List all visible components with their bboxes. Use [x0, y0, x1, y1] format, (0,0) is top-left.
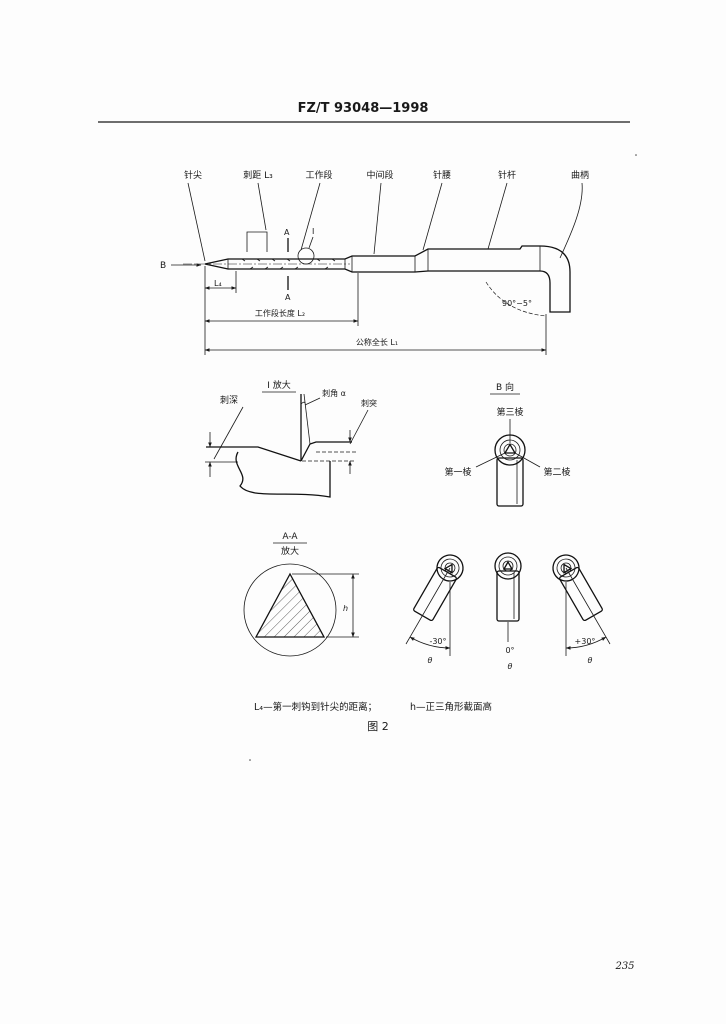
- view-b-title: B 向: [496, 381, 514, 393]
- orientation-middle-needle: [494, 552, 522, 622]
- view-b-figure: B 向 第三棱 第一棱 第二棱: [444, 381, 571, 507]
- view-b-triangle: [503, 443, 517, 454]
- barbs: [241, 258, 336, 270]
- barb-protrusion-leader: [349, 409, 369, 445]
- leader-working-section: [300, 182, 321, 251]
- orientation-middle-mid-ring: [498, 556, 518, 576]
- detail-i-leader: [308, 236, 314, 249]
- leader-crank: [559, 182, 583, 259]
- label-tip: 针尖: [184, 169, 202, 181]
- crank-angle-arc: [485, 281, 547, 317]
- view-b-marker: B: [160, 261, 166, 271]
- first-edge-leader: [475, 452, 506, 468]
- detail-i-title: I 放大: [267, 379, 291, 391]
- orientation-right-theta: θ: [588, 656, 593, 665]
- orientation-right-arc: [565, 636, 607, 650]
- needle-surface-left: [206, 446, 302, 462]
- section-circle: [243, 563, 337, 657]
- barb-angle-line: [303, 393, 311, 445]
- second-edge-leader: [514, 452, 541, 468]
- l4-label: L₄: [214, 279, 222, 288]
- label-shank: 针杆: [498, 169, 516, 181]
- label-waist: 针腰: [433, 169, 451, 181]
- barb-depth-leader: [213, 406, 244, 460]
- orientation-left-theta: θ: [428, 656, 433, 665]
- nominal-length-label: 公称全长 L₁: [356, 337, 398, 347]
- label-middle-section: 中间段: [366, 169, 393, 181]
- section-a-label-bottom: A: [285, 293, 291, 302]
- barb-pitch-bracket: [246, 231, 268, 252]
- barb-hook-surface: [300, 441, 352, 462]
- view-b-shank: [496, 457, 524, 507]
- barb-angle-arc: [300, 401, 306, 405]
- orientation-left-angle: -30°: [429, 637, 446, 646]
- figure-number: 图 2: [367, 720, 389, 733]
- orientation-middle-angle: 0°: [505, 646, 514, 655]
- section-aa-figure: A-A 放大 h: [243, 532, 359, 657]
- detail-i-figure: I 放大 刺深 刺角 α 刺突: [205, 379, 377, 498]
- leader-shank: [487, 182, 508, 250]
- view-b-outer-ring: [494, 434, 526, 466]
- orientation-right-angle: +30°: [575, 637, 596, 646]
- needle-figure: 针尖 刺距 L₃ 工作段 中间段 针腰 针杆 曲柄 B: [160, 169, 589, 355]
- label-working-section: 工作段: [305, 169, 332, 181]
- barb-depth-label: 刺深: [220, 395, 238, 406]
- label-crank: 曲柄: [571, 169, 589, 181]
- legend-h: h—正三角形截面高: [410, 701, 492, 713]
- h-label: h: [343, 604, 348, 613]
- second-edge-label: 第二棱: [543, 466, 570, 478]
- crank-angle-label: 90°−5°: [502, 299, 532, 308]
- leader-barb-pitch: [257, 182, 267, 231]
- section-aa-subtitle: 放大: [281, 545, 299, 557]
- page-number: 235: [614, 961, 634, 972]
- scan-dot-2: [249, 759, 251, 761]
- orientation-middle-theta: θ: [508, 662, 513, 671]
- first-edge-label: 第一棱: [444, 466, 471, 478]
- legend-l4: L₄—第一刺钩到针尖的距离；: [254, 701, 377, 713]
- leader-middle-section: [373, 182, 382, 255]
- leader-tip: [187, 182, 206, 262]
- barb-protrusion-label: 刺突: [361, 398, 377, 408]
- orientation-right-axis: [565, 567, 611, 645]
- barb-angle-leader: [304, 397, 321, 406]
- label-barb-pitch: 刺距 L₃: [243, 170, 273, 181]
- detail-break-line: [235, 451, 331, 498]
- view-b-mid-ring: [499, 439, 521, 461]
- orientation-middle-outer-ring: [494, 552, 522, 580]
- orientation-figures: -30° θ 0° θ +30° θ: [405, 552, 611, 671]
- triangular-section: [254, 572, 326, 638]
- leader-waist: [422, 182, 443, 251]
- standard-code: FZ/T 93048—1998: [298, 101, 429, 116]
- third-edge-label: 第三棱: [496, 406, 523, 418]
- detail-i-circle: [297, 247, 315, 265]
- section-aa-title: A-A: [282, 532, 298, 542]
- orientation-left-axis: [405, 567, 451, 645]
- detail-i-marker: I: [312, 227, 314, 236]
- orientation-middle-triangle: [502, 560, 514, 570]
- view-b-inner-ring: [503, 443, 517, 457]
- working-length-label: 工作段长度 L₂: [255, 308, 305, 318]
- barb-angle-label: 刺角 α: [322, 388, 346, 398]
- orientation-left-arc: [409, 636, 451, 650]
- scan-dot: [635, 154, 637, 156]
- section-a-label-top: A: [284, 228, 290, 237]
